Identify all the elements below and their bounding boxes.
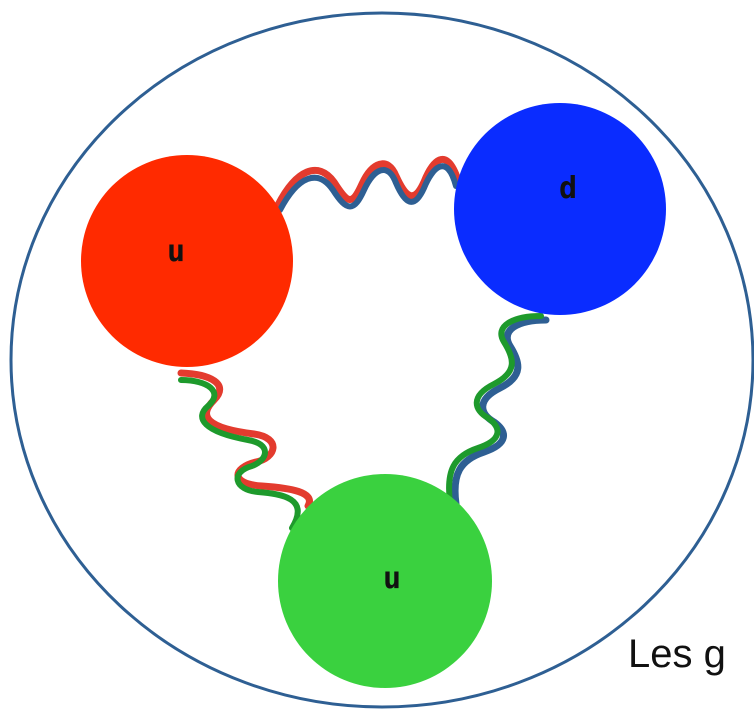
caption-text: Les g: [628, 632, 726, 676]
gluon-u1-u2: [177, 369, 313, 531]
quark-u-green: u: [278, 474, 492, 688]
quark-u-red-label: u: [167, 234, 185, 269]
quark-u-green-label: u: [383, 561, 401, 596]
quark-u-red: u: [81, 155, 293, 367]
quark-d-blue-body: [454, 103, 666, 315]
quark-d-blue-label: d: [559, 171, 577, 206]
quark-d-blue: d: [454, 103, 666, 315]
gluon-u1-d: [274, 155, 462, 213]
hadron-boundary: [9, 11, 754, 709]
quark-u-red-body: [81, 155, 293, 367]
quark-u-green-body: [278, 474, 492, 688]
gluon-d-u2: [446, 313, 550, 508]
